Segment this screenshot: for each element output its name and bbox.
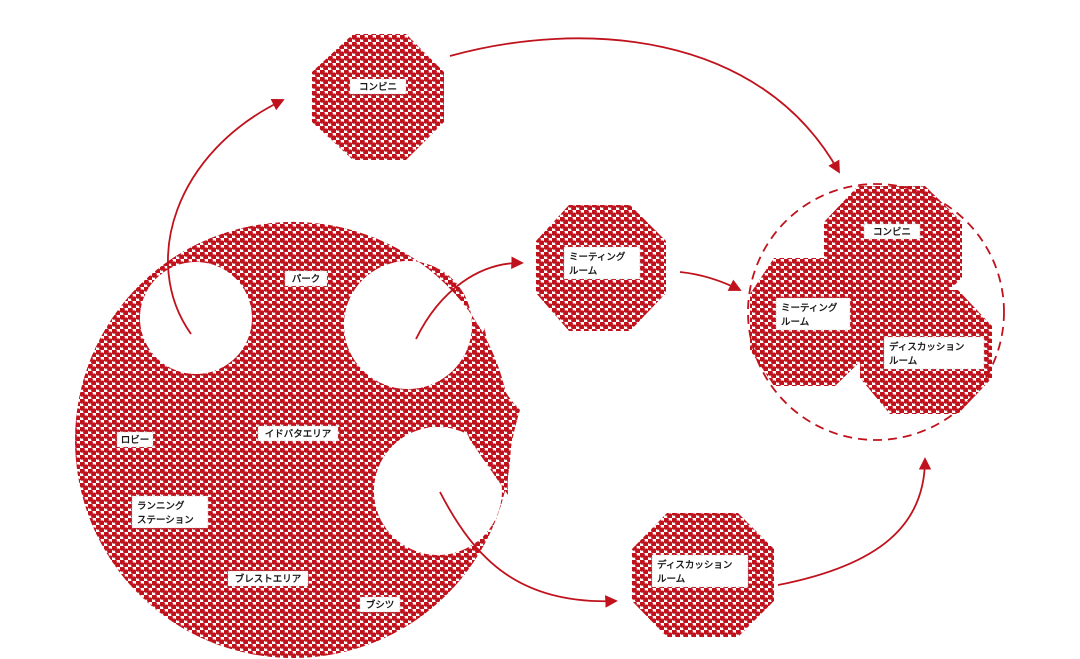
label-booth: ブシツ (360, 597, 400, 612)
label-brest-area: ブレストエリア (228, 571, 308, 586)
arrow-booth-to-discussion (440, 492, 616, 601)
label-combined-convenience: コンビニ (864, 224, 920, 239)
svg-text:イドバタエリア: イドバタエリア (265, 428, 332, 440)
svg-text:ディスカッション: ディスカッション (889, 341, 964, 353)
convenience-store-zone (312, 34, 444, 160)
svg-text:ミーティング: ミーティング (781, 302, 838, 314)
label-idobata-area: イドバタエリア (258, 426, 338, 441)
label-meeting-room: ミーティング ルーム (564, 247, 640, 279)
label-combined-discussion: ディスカッション ルーム (884, 337, 984, 369)
svg-text:ブシツ: ブシツ (366, 599, 395, 611)
label-running-station: ランニング ステーション (132, 496, 208, 528)
label-lobby: ロビー (117, 432, 153, 447)
svg-text:コンビニ: コンビニ (359, 81, 397, 93)
arrow-park-to-meeting (416, 263, 522, 339)
arrow-convenience-to-combined (450, 38, 839, 172)
svg-text:ディスカッション: ディスカッション (657, 559, 732, 571)
arrow-discussion-to-combined (778, 459, 925, 585)
label-discussion-room: ディスカッション ルーム (652, 555, 748, 587)
svg-text:ミーティング: ミーティング (569, 251, 626, 263)
svg-text:ルーム: ルーム (569, 266, 598, 277)
svg-text:ルーム: ルーム (781, 317, 810, 328)
label-combined-meeting: ミーティング ルーム (776, 298, 850, 330)
label-park: パーク (285, 271, 327, 286)
svg-text:コンビニ: コンビニ (873, 226, 911, 238)
svg-text:ロビー: ロビー (121, 434, 150, 446)
arrow-meeting-to-combined (680, 272, 740, 290)
svg-text:ランニング: ランニング (137, 500, 185, 512)
svg-text:ルーム: ルーム (889, 356, 918, 367)
svg-text:ルーム: ルーム (657, 574, 686, 585)
label-convenience-store: コンビニ (350, 79, 406, 94)
svg-text:ブレストエリア: ブレストエリア (235, 573, 302, 585)
svg-text:パーク: パーク (292, 273, 321, 285)
svg-text:ステーション: ステーション (137, 515, 194, 526)
